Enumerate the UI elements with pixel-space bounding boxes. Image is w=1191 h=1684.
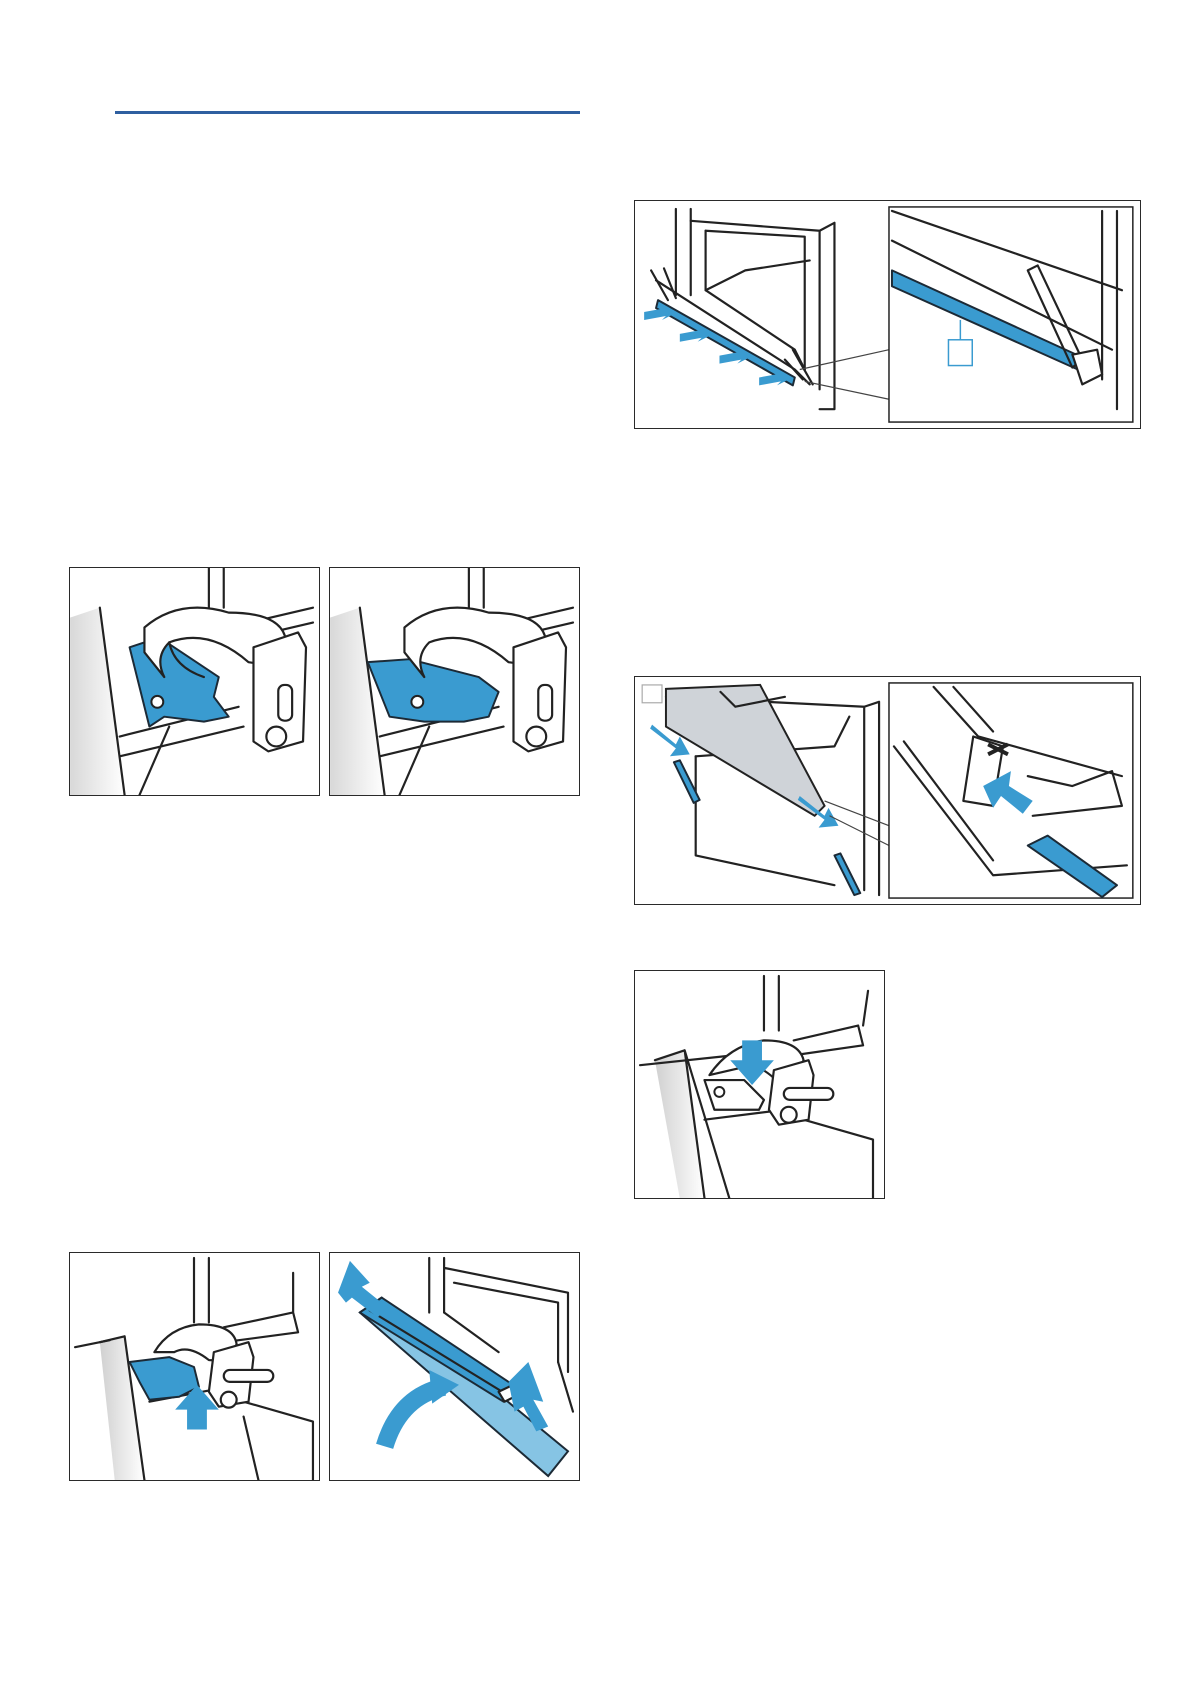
lever-icon xyxy=(330,568,579,795)
figure-hinge-lever-open xyxy=(69,567,320,796)
door-icon xyxy=(330,1253,579,1480)
section-rule xyxy=(115,111,580,114)
figure-door-lift-off xyxy=(329,1252,580,1481)
figure-door-seal-strip xyxy=(634,200,1141,429)
figure-hinge-lift-up xyxy=(69,1252,320,1481)
figure-door-pane-insert xyxy=(634,676,1141,905)
hinge-icon xyxy=(70,1253,319,1480)
arrow-icon xyxy=(635,971,884,1198)
figure-hinge-press-down xyxy=(634,970,885,1199)
figure-hinge-lever-closed xyxy=(329,567,580,796)
seal-icon xyxy=(635,201,1140,428)
hinge-icon xyxy=(70,568,319,795)
pane-icon xyxy=(635,677,1140,904)
